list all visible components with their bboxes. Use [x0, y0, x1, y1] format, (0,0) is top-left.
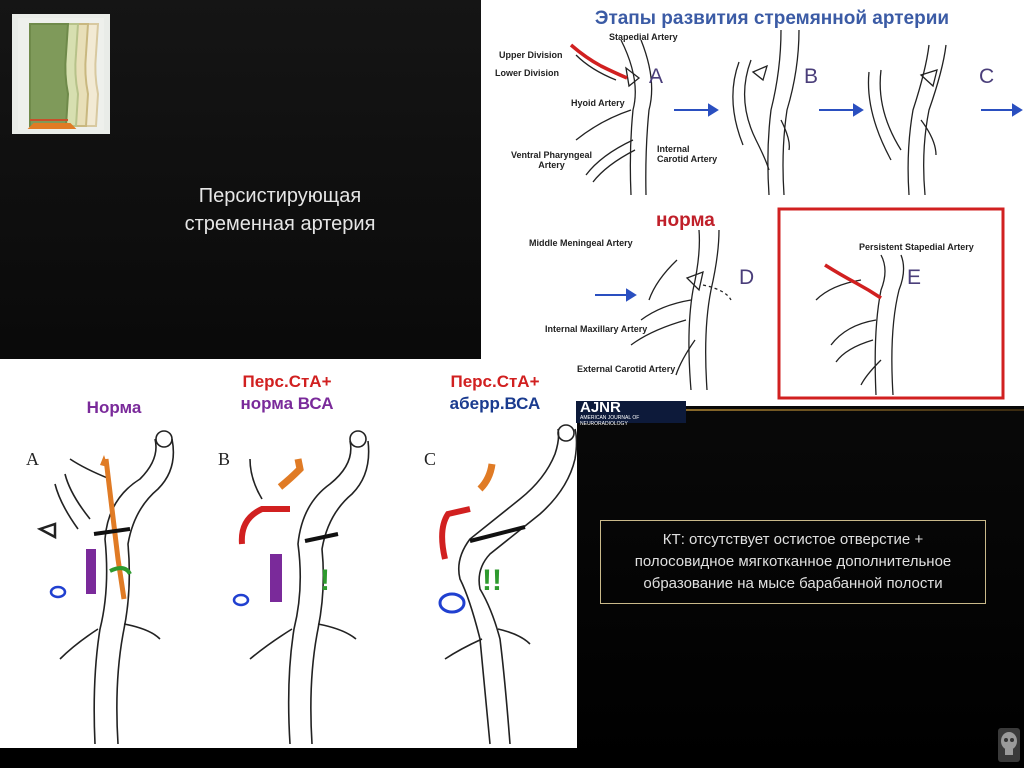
mark-b: !	[320, 564, 330, 597]
label-middle-meningeal: Middle Meningeal Artery	[529, 238, 633, 248]
norma-label: норма	[656, 210, 715, 231]
label-ventral-pharyngeal: Ventral Pharyngeal Artery	[511, 150, 592, 170]
label-hyoid-artery: Hyoid Artery	[571, 98, 625, 108]
ajnr-logo-text: AJNR	[580, 399, 621, 416]
caption-b-line1: Перс.СтА+	[242, 372, 332, 391]
caption-c-line2: аберр.ВСА	[449, 394, 541, 413]
stage-d-letter: D	[739, 266, 755, 289]
panel-b-letter: B	[218, 449, 231, 469]
label-ventral-pharyngeal-2: Artery	[538, 160, 565, 170]
stage-b-letter: B	[804, 65, 819, 88]
ajnr-logo: AJNR AMERICAN JOURNAL OF NEURORADIOLOGY	[576, 399, 686, 427]
caption-b-line2: норма ВСА	[240, 394, 334, 413]
label-stapedial-artery: Stapedial Artery	[609, 32, 678, 42]
cylinders-logo-icon	[12, 14, 110, 134]
stages-title: Этапы развития стремянной артерии	[594, 8, 950, 29]
anatomy-panel: Норма Перс.СтА+ норма ВСА Перс.СтА+ абер…	[0, 359, 577, 748]
ct-text-line-1: КТ: отсутствует остистое отверстие +	[662, 531, 924, 548]
label-external-carotid: External Carotid Artery	[577, 364, 676, 374]
highlight-box	[777, 207, 1005, 400]
ct-text-line-2: полосовидное мягкотканное дополнительное	[634, 553, 952, 570]
stage-e-letter: E	[907, 266, 922, 289]
caption-a-line1: Норма	[86, 398, 142, 417]
stages-panel: A B C D E Upper Division Lower Division …	[481, 0, 1024, 406]
stage-a-letter: A	[649, 65, 664, 88]
mark-c: !!	[482, 564, 502, 597]
arrow-right-icon	[595, 103, 1023, 302]
divider-line	[686, 409, 1024, 411]
label-persistent-stapedial: Persistent Stapedial Artery	[859, 242, 974, 252]
subtitle-line-2: стременная артерия	[184, 213, 376, 235]
label-upper-division: Upper Division	[499, 50, 563, 60]
caption-c-line1: Перс.СтА+	[450, 372, 540, 391]
label-internal-maxillary: Internal Maxillary Artery	[545, 324, 648, 334]
caption-b: Перс.СтА+ норма ВСА	[222, 371, 352, 415]
caption-a: Норма	[78, 397, 150, 419]
label-ventral-pharyngeal-1: Ventral Pharyngeal	[511, 150, 593, 160]
stage-c-letter: C	[979, 65, 995, 88]
ct-findings-box: КТ: отсутствует остистое отверстие + пол…	[600, 520, 986, 604]
caption-c: Перс.СтА+ аберр.ВСА	[430, 371, 560, 415]
label-lower-division: Lower Division	[495, 68, 560, 78]
label-internal-carotid-1: Internal	[657, 144, 690, 154]
label-internal-carotid-2: Carotid Artery	[657, 154, 718, 164]
panel-a-letter: A	[26, 449, 39, 469]
label-internal-carotid: Internal Carotid Artery	[657, 144, 717, 164]
ct-text-line-3: образование на мысе барабанной полости	[643, 575, 943, 592]
panel-c-letter: C	[424, 449, 437, 469]
skull-icon	[998, 728, 1020, 762]
slide-subtitle: Персистирующая стременная артерия	[150, 182, 410, 238]
subtitle-line-1: Персистирующая	[198, 185, 362, 207]
ajnr-logo-sub: AMERICAN JOURNAL OF NEURORADIOLOGY	[580, 415, 640, 427]
